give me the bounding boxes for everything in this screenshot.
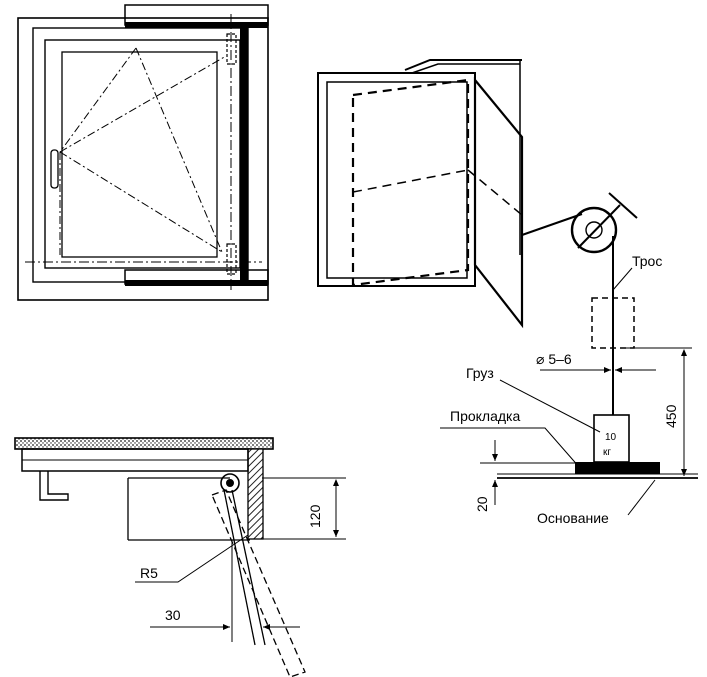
rotated-sash-line-2 — [231, 489, 266, 646]
label-gasket: Прокладка — [450, 408, 520, 424]
label-450: 450 — [663, 404, 679, 428]
section-hinge — [220, 473, 240, 493]
gasket — [575, 462, 660, 474]
sash-section-view — [14, 437, 346, 677]
open-sash — [473, 76, 524, 329]
sill-slab — [14, 437, 274, 450]
label-r5: R5 — [140, 565, 158, 581]
pulley-bracket — [577, 204, 621, 249]
cable-leader — [612, 267, 633, 291]
jamb-bar-bottom — [125, 280, 268, 286]
gasket-leader — [440, 427, 581, 469]
sash-load-test-view — [317, 59, 698, 516]
cable-to-pulley — [521, 213, 583, 236]
wall-jamb — [247, 448, 264, 540]
frame-top-edge-2 — [411, 63, 520, 74]
window-front-view — [17, 4, 269, 301]
base-leader — [627, 479, 656, 516]
sash-glass — [61, 51, 218, 258]
label-20: 20 — [474, 496, 490, 512]
pulley-wheel — [570, 206, 618, 254]
frame-top-edge — [404, 59, 522, 71]
pulley-bracket-end — [608, 192, 638, 219]
label-cable: Трос — [632, 253, 662, 269]
jamb-bar — [240, 25, 248, 282]
dashed-mid-line-2 — [467, 169, 523, 216]
section-hinge-pin — [226, 479, 234, 487]
sash-outer — [44, 39, 241, 269]
opening-lines — [59, 47, 227, 255]
frame-box-inner — [326, 81, 468, 279]
label-30: 30 — [165, 607, 181, 623]
hinge-top — [226, 33, 237, 65]
hinge-bottom — [226, 243, 237, 275]
label-120: 120 — [307, 504, 323, 528]
label-base: Основание — [537, 510, 609, 526]
handle — [50, 149, 59, 189]
label-weight-mass: 10 — [605, 432, 617, 443]
weight-start-dashed — [591, 297, 635, 349]
section-handle — [39, 471, 69, 501]
rotated-sash-dashed — [211, 489, 306, 677]
label-weight-unit: кг — [603, 447, 611, 458]
frame-box — [317, 72, 476, 287]
label-weight: Груз — [466, 365, 494, 381]
weight-leader — [499, 379, 601, 433]
jamb-bar-top — [125, 22, 268, 28]
r5-leader — [135, 534, 249, 583]
dashed-mid-line — [352, 169, 469, 193]
closed-sash-dashed — [351, 78, 470, 287]
label-diameter: ⌀ 5–6 — [536, 351, 572, 367]
pulley-axle — [585, 221, 603, 239]
rotated-sash-line — [223, 489, 256, 646]
window-outer-frame — [17, 17, 269, 301]
